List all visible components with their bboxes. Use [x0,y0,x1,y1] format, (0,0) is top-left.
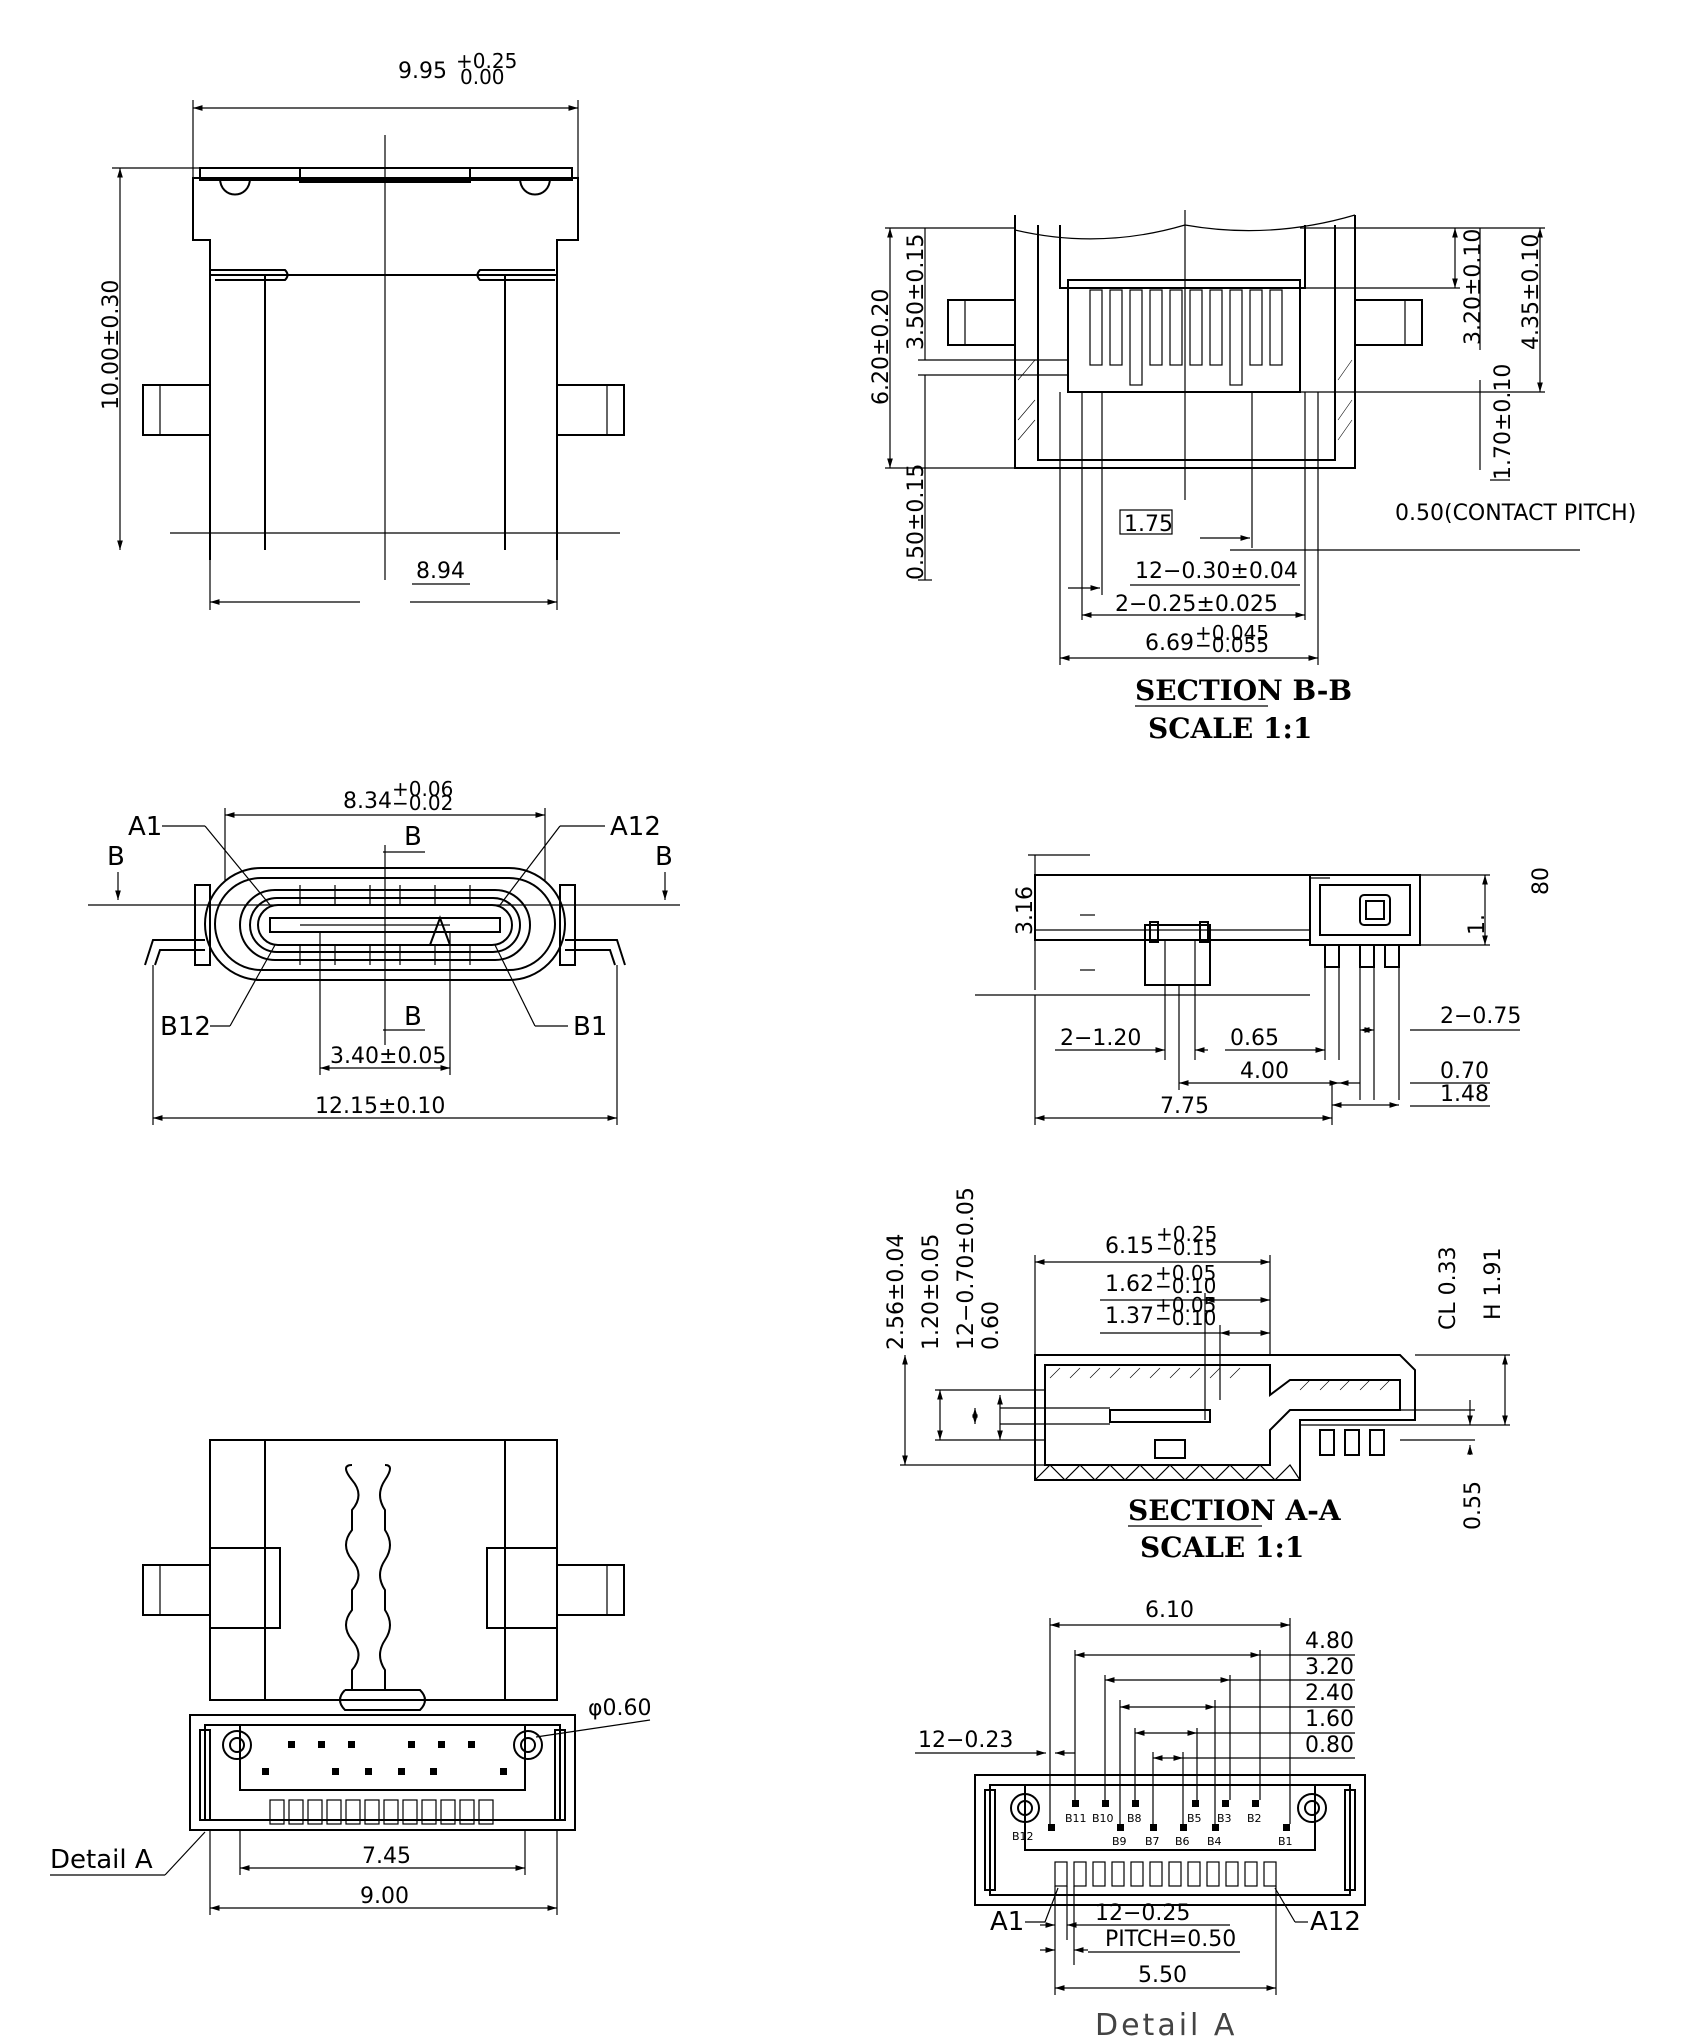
fp-dim-900: 9.00 [360,1884,409,1909]
side-dim-2-075: 2−0.75 [1440,1004,1521,1029]
fp-dim-745: 7.45 [362,1844,411,1869]
aa-dim-162-lower: −0.10 [1155,1274,1216,1298]
bb-contact-pitch: 0.50(CONTACT PITCH) [1395,501,1636,526]
detail-label-a12: A12 [1310,1907,1361,1937]
side-dim-1x: 1. [1465,914,1490,935]
aa-dim-137-lower: −0.10 [1155,1306,1216,1330]
aa-dim-256: 2.56±0.04 [884,1234,909,1350]
detail-pad-b1: B1 [1278,1835,1293,1848]
front-dim-1215: 12.15±0.10 [315,1094,445,1119]
detail-dim-12-023: 12−0.23 [918,1728,1013,1753]
detail-label-a1: A1 [990,1907,1024,1937]
front-label-b12: B12 [160,1012,211,1042]
bb-dim-170: 1.70±0.10 [1491,364,1516,480]
front-label-a12: A12 [610,812,661,842]
top-width-dim: 9.95 [398,59,447,84]
detail-pad-b8: B8 [1127,1812,1142,1825]
front-dim-834-upper: +0.06 [392,777,453,801]
top-width-tol-lower: 0.00 [460,65,505,89]
aa-dim-055: 0.55 [1461,1481,1486,1530]
bb-dim-669-upper: +0.045 [1195,621,1269,645]
detail-pad-b9: B9 [1112,1835,1127,1848]
bb-dim-12-030: 12−0.30±0.04 [1135,559,1298,584]
front-label-b-right: B [655,842,673,872]
bb-dim-320: 3.20±0.10 [1461,229,1486,345]
detail-pitch: PITCH=0.50 [1105,1927,1236,1952]
footprint-view: φ0.60 7.45 9.00 Detail A [50,1439,652,1915]
front-label-b-top: B [404,822,422,852]
aa-dim-cl: CL 0.33 [1436,1246,1461,1330]
detail-dim-320: 3.20 [1305,1655,1354,1680]
aa-dim-h: H 1.91 [1481,1247,1506,1320]
side-dim-400: 4.00 [1240,1059,1289,1084]
bb-dim-669-lower: −0.055 [1195,633,1269,657]
detail-title: Detail A [1095,2008,1237,2043]
side-dim-80: 80 [1529,867,1554,895]
front-label-b-bottom: B [404,1002,422,1032]
aa-dim-060: 0.60 [979,1301,1004,1350]
front-label-b-left: B [107,842,125,872]
bb-dim-669: 6.69 [1145,631,1194,656]
detail-dim-080: 0.80 [1305,1733,1354,1758]
bb-title: SECTION B-B [1135,674,1352,707]
detail-pad-b6: B6 [1175,1835,1190,1848]
bb-dim-175: 1.75 [1124,512,1173,537]
aa-dim-12-070: 12−0.70±0.05 [954,1187,979,1350]
aa-dim-615: 6.15 [1105,1234,1154,1259]
side-view: 3.16 1. 80 2−1.20 0.65 [975,854,1554,1125]
side-dim-070: 0.70 [1440,1059,1489,1084]
fp-dim-phi: φ0.60 [588,1696,652,1721]
detail-dim-160: 1.60 [1305,1707,1354,1732]
aa-scale: SCALE 1:1 [1140,1531,1304,1564]
aa-dim-162: 1.62 [1105,1272,1154,1297]
bb-dim-2-025: 2−0.25±0.025 [1115,592,1278,617]
aa-dim-137-upper: +0.05 [1155,1293,1216,1317]
detail-dim-610: 6.10 [1145,1598,1194,1623]
section-bb: 6.20±0.20 3.50±0.15 0.50±0.15 3.20±0.10 … [869,210,1636,745]
front-label-b1: B1 [573,1012,607,1042]
section-aa: 6.15 +0.25 −0.15 1.62 +0.05 −0.10 1.37 +… [884,1187,1510,1564]
aa-dim-137: 1.37 [1105,1304,1154,1329]
side-dim-775: 7.75 [1160,1094,1209,1119]
front-dim-834: 8.34 [343,789,392,814]
bb-dim-620: 6.20±0.20 [869,289,894,405]
bb-scale: SCALE 1:1 [1148,712,1312,745]
detail-pad-b3: B3 [1217,1812,1232,1825]
aa-title: SECTION A-A [1128,1494,1342,1527]
detail-pad-b11: B11 [1065,1812,1087,1825]
bb-dim-350: 3.50±0.15 [904,234,929,350]
aa-dim-120: 1.20±0.05 [919,1234,944,1350]
front-label-a1: A1 [128,812,162,842]
detail-pad-b10: B10 [1092,1812,1114,1825]
detail-pad-b2: B2 [1247,1812,1262,1825]
front-view: 8.34 +0.06 −0.02 B B B B [88,777,680,1125]
side-dim-2-120: 2−1.20 [1060,1026,1141,1051]
detail-dim-240: 2.40 [1305,1681,1354,1706]
detail-dim-480: 4.80 [1305,1629,1354,1654]
top-width-tol-upper: +0.25 [456,49,517,73]
aa-dim-162-upper: +0.05 [1155,1261,1216,1285]
aa-dim-615-lower: −0.15 [1156,1236,1217,1260]
aa-dim-615-upper: +0.25 [1156,1222,1217,1246]
detail-a: B11 B10 B8 B5 B3 B2 B12 B9 B7 B6 B4 B1 [915,1598,1366,2043]
bb-dim-050: 0.50±0.15 [904,464,929,580]
bb-dim-435: 4.35±0.10 [1519,234,1544,350]
side-dim-316: 3.16 [1013,886,1038,935]
detail-pad-b12: B12 [1012,1830,1034,1843]
side-dim-148: 1.48 [1440,1082,1489,1107]
top-view: 9.95 +0.25 0.00 10.00±0.30 8.94 [99,49,625,610]
detail-pad-b4: B4 [1207,1835,1222,1848]
top-height-dim: 10.00±0.30 [99,280,124,410]
detail-dim-12-025: 12−0.25 [1095,1901,1190,1926]
fp-detail-label: Detail A [50,1845,153,1875]
side-dim-065: 0.65 [1230,1026,1279,1051]
detail-pad-b5: B5 [1187,1812,1202,1825]
top-bottom-width-dim: 8.94 [416,559,465,584]
detail-dim-550: 5.50 [1138,1963,1187,1988]
front-dim-340: 3.40±0.05 [330,1044,446,1069]
front-dim-834-lower: −0.02 [392,791,453,815]
detail-pad-b7: B7 [1145,1835,1160,1848]
